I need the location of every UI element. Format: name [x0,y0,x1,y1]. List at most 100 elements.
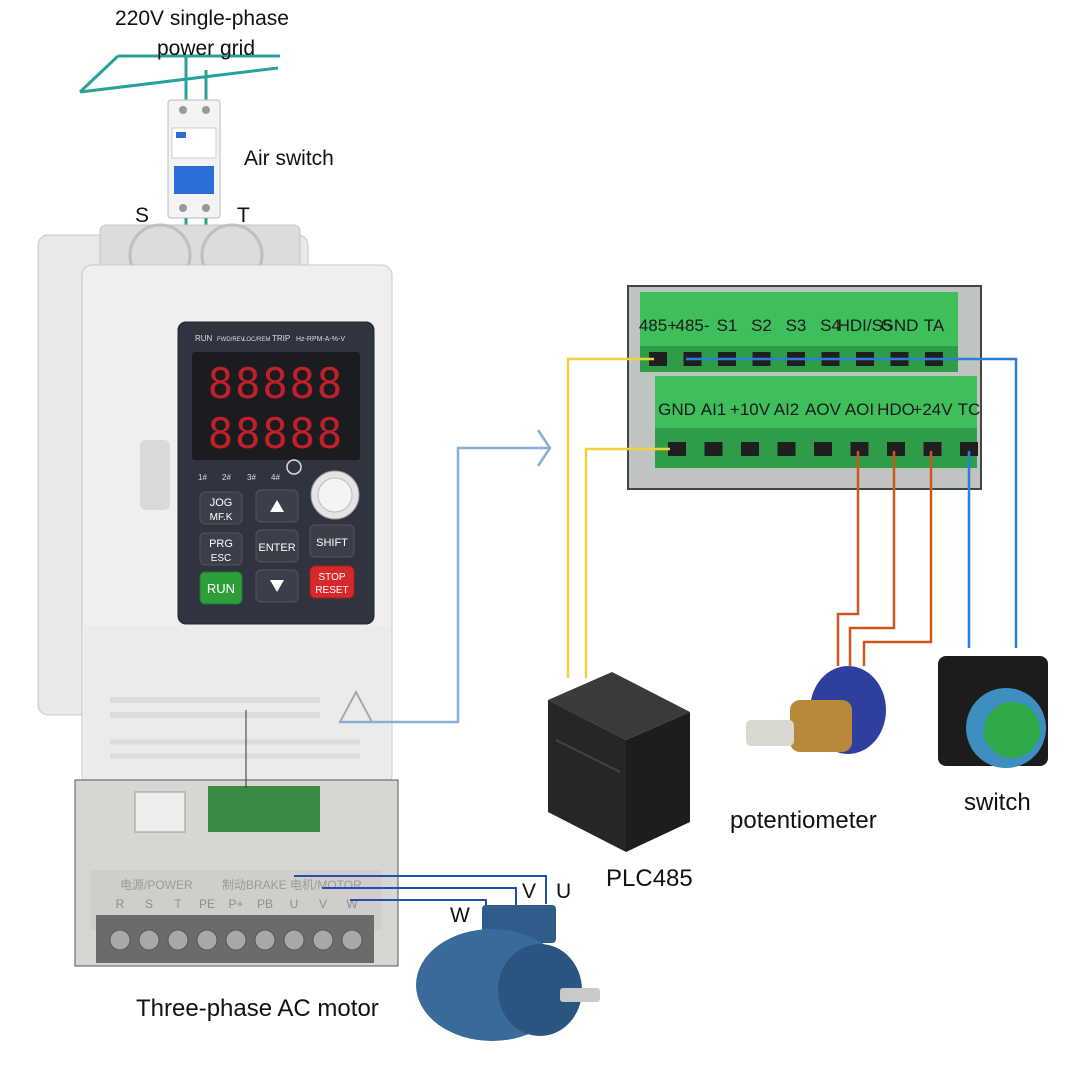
stop-reset-button[interactable]: STOP RESET [309,565,355,599]
jog-label: JOG [210,497,233,509]
terminal-top-label: 485- [675,316,709,335]
terminal-bottom-screw-slot [923,442,942,456]
terminal-bottom-label: AI1 [701,400,727,419]
arrow-down-icon [270,580,284,592]
prg-button[interactable]: PRG ESC [199,532,243,566]
plc-wires [566,357,670,678]
terminal-bottom-screw-slot [668,442,686,456]
potentiometer-label: potentiometer [730,807,877,834]
power-terminal-label: PE [199,897,215,911]
power-terminal-label: R [116,897,125,911]
terminal-top-label: 485+ [639,316,677,335]
switch-label: switch [964,789,1031,816]
indicator-units: Hz-RPM-A-%-V [296,336,345,343]
motor-label: Three-phase AC motor [136,995,379,1022]
indicator-run: RUN [195,334,213,343]
terminal-bottom-screw-slot [850,442,869,456]
motor-w-label: W [450,904,470,927]
prg-sub-label: ESC [211,553,232,564]
sub-indicator-3: 3# [247,473,256,482]
potentiometer [746,666,886,754]
indicator-trip: TRIP [272,334,290,343]
phase-t-label: T [237,204,250,227]
shift-button[interactable]: SHIFT [309,524,355,558]
grid-label-line1: 220V single-phase [115,7,289,30]
push-switch [938,656,1048,768]
motor-u-label: U [556,880,571,903]
indicator-fwd-rev: FWD/REV [217,337,245,343]
brake-strip-label: 制动BRAKE [222,878,287,892]
power-terminal-label: V [319,897,327,911]
plc-label: PLC485 [606,865,693,892]
phase-s-label: S [135,204,149,227]
power-terminal-screw [225,929,247,951]
terminal-bottom-label: AOI [845,400,874,419]
prg-label: PRG [209,538,233,550]
grid-label-line2: power grid [157,37,255,60]
power-terminal-label: S [145,897,153,911]
power-terminal-label: U [290,897,299,911]
power-terminal-screw [196,929,218,951]
air-switch-label: Air switch [244,147,334,170]
terminal-bottom-label: AI2 [774,400,800,419]
power-terminal-screw [167,929,189,951]
terminal-top-screw-slot [649,352,667,366]
power-terminal-screw [254,929,276,951]
motor-strip-label: 电机/MOTOR [290,878,362,892]
power-terminal-screw [138,929,160,951]
terminal-top-label: HDI/S5 [838,316,893,335]
power-terminal-label: P+ [228,897,243,911]
sub-indicator-1: 1# [198,473,207,482]
down-button[interactable] [255,569,299,603]
connection-arrow [340,429,552,724]
terminal-bottom-label: AOV [805,400,842,419]
terminal-bottom-label: +10V [730,400,771,419]
terminal-bottom-screw-slot [960,442,978,456]
shift-label: SHIFT [316,537,348,549]
stop-label: STOP [318,572,345,583]
power-terminal-label: T [174,897,182,911]
run-button[interactable]: RUN [199,571,243,605]
terminal-top-label: TA [924,316,945,335]
motor-v-label: V [522,880,536,903]
terminal-bottom-screw-slot [777,442,796,456]
terminal-bottom-screw-slot [741,442,759,456]
terminal-bottom-label: TC [958,400,981,419]
terminal-bottom-screw-slot [814,442,832,456]
control-panel: RUN FWD/REV LOC/REM TRIP Hz-RPM-A-%-V 88… [177,321,375,625]
terminal-bottom-label: HDO [877,400,915,419]
run-label: RUN [207,581,235,596]
enter-label: ENTER [258,542,295,554]
power-terminal-screw [312,929,334,951]
power-terminal-label: PB [257,897,273,911]
terminal-top-label: S4 [820,316,841,335]
plc-device [548,672,690,852]
jog-button[interactable]: JOG MF.K [199,491,243,525]
power-strip-label: 电源/POWER [120,878,193,892]
air-switch [167,99,221,219]
up-button[interactable] [255,489,299,523]
display-top: 88888 [208,359,344,408]
power-terminal-screw [341,929,363,951]
terminal-top-label: S2 [751,316,772,335]
motor [416,905,600,1041]
enter-button[interactable]: ENTER [255,529,299,563]
sub-indicator-4: 4# [271,473,280,482]
display-bottom: 88888 [208,409,344,458]
sub-indicator-2: 2# [222,473,231,482]
jog-sub-label: MF.K [210,512,233,523]
reset-label: RESET [315,585,348,596]
terminal-top-label: GND [881,316,919,335]
power-terminal-screw [283,929,305,951]
power-terminal-screw [109,929,131,951]
terminal-bottom-label: +24V [912,400,953,419]
terminal-top-label: S1 [717,316,738,335]
switch-wires [686,357,1018,648]
power-grid [78,54,280,102]
inverter-lower-cover [84,626,390,781]
terminal-top-label: S3 [786,316,807,335]
terminal-bottom-label: GND [658,400,696,419]
